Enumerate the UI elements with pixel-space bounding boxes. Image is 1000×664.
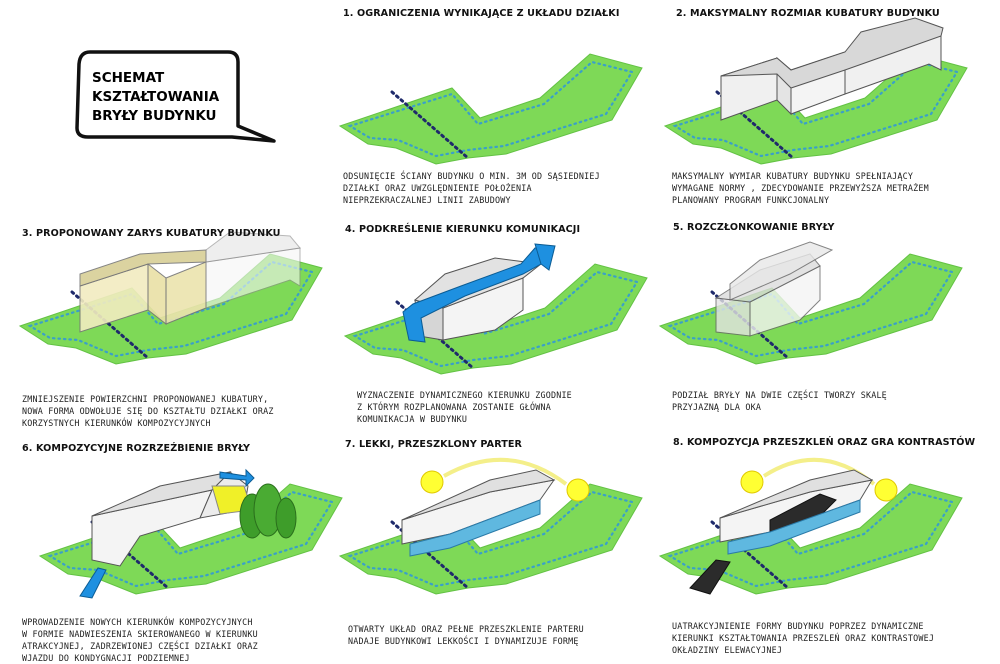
panel-7-caption: OTWARTY UKŁAD ORAZ PEŁNE PRZESZKLENIE PA…	[348, 624, 584, 646]
panel-1-caption: ODSUNIĘCIE ŚCIANY BUDYNKU O MIN. 3M OD S…	[343, 171, 600, 205]
heading-line-3: BRYŁY BUDYNKU	[92, 108, 217, 124]
panel-8-volume	[689, 469, 874, 595]
panel-5-split-volume	[714, 241, 834, 337]
panel-3	[18, 231, 324, 366]
heading-line-1: SCHEMAT	[92, 70, 165, 86]
panel-7-site-plot	[338, 457, 644, 596]
sun-icon-2	[566, 478, 590, 502]
panel-2-site-plot	[663, 17, 969, 166]
panel-8-caption: UATRAKCYJNIENIE FORMY BUDYNKU POPRZEZ DY…	[672, 621, 935, 655]
sun-icon	[420, 470, 444, 494]
panel-5	[658, 241, 964, 366]
dark-cladding	[769, 493, 837, 533]
speech-bubble-icon	[75, 50, 276, 143]
panel-6-title: 6. KOMPOZYCYJNE ROZRZEŹBIENIE BRYŁY	[22, 443, 251, 454]
panel-4-site-plot	[343, 243, 649, 376]
panel-2	[663, 17, 969, 166]
panel-2-max-volume	[720, 17, 944, 121]
panel-8	[658, 457, 964, 596]
tree-icon	[239, 483, 297, 539]
sun-icon	[740, 470, 764, 494]
panel-4-caption: WYZNACZENIE DYNAMICZNEGO KIERUNKU ZGODNI…	[357, 390, 572, 424]
dark-ramp	[689, 559, 731, 595]
sun-icon-2	[874, 478, 898, 502]
panel-6-caption: WPROWADZENIE NOWYCH KIERUNKÓW KOMPOZYCYJ…	[22, 617, 258, 663]
panel-1	[338, 52, 644, 166]
panel-3-site-plot	[18, 231, 324, 366]
sun-path	[443, 457, 568, 486]
panel-7-title: 7. LEKKI, PRZESZKLONY PARTER	[345, 439, 523, 450]
panel-8-title: 8. KOMPOZYCJA PRZESZKLEŃ ORAZ GRA KONTRA…	[673, 437, 976, 448]
heading-speech-bubble: SCHEMAT KSZTAŁTOWANIA BRYŁY BUDYNKU	[75, 50, 276, 143]
heading-line-2: KSZTAŁTOWANIA	[92, 89, 220, 105]
panel-3-caption: ZMNIEJSZENIE POWIERZCHNI PROPONOWANEJ KU…	[22, 394, 274, 428]
panel-2-title: 2. MAKSYMALNY ROZMIAR KUBATURY BUDYNKU	[676, 8, 940, 19]
panel-7	[338, 457, 644, 596]
direction-arrow-icon	[219, 468, 255, 488]
glass-band	[727, 499, 861, 555]
panel-8-site-plot	[658, 457, 964, 596]
entrance-arrow-icon	[79, 567, 107, 599]
panel-3-title: 3. PROPONOWANY ZARYS KUBATURY BUDYNKU	[22, 228, 281, 239]
panel-5-caption: PODZIAŁ BRYŁY NA DWIE CZĘŚCI TWORZY SKAL…	[672, 390, 887, 412]
panel-7-volume	[401, 469, 556, 557]
panel-5-site-plot	[658, 241, 964, 366]
panel-1-title: 1. OGRANICZENIA WYNIKAJĄCE Z UKŁADU DZIA…	[343, 8, 620, 19]
panel-4-title: 4. PODKREŚLENIE KIERUNKU KOMUNIKACJI	[345, 224, 581, 235]
panel-2-caption: MAKSYMALNY WYMIAR KUBATURY BUDYNKU SPEŁN…	[672, 171, 929, 205]
panel-5-title: 5. ROZCZŁONKOWANIE BRYŁY	[673, 222, 835, 233]
panel-4-direction-arrow-icon	[402, 243, 556, 343]
glass-ground-floor	[409, 499, 541, 557]
panel-3-proposed-volume	[79, 231, 301, 333]
panel-1-site-plot	[338, 52, 644, 166]
panel-6-site-plot	[38, 468, 344, 599]
panel-6	[38, 468, 344, 599]
panel-4	[343, 243, 649, 376]
